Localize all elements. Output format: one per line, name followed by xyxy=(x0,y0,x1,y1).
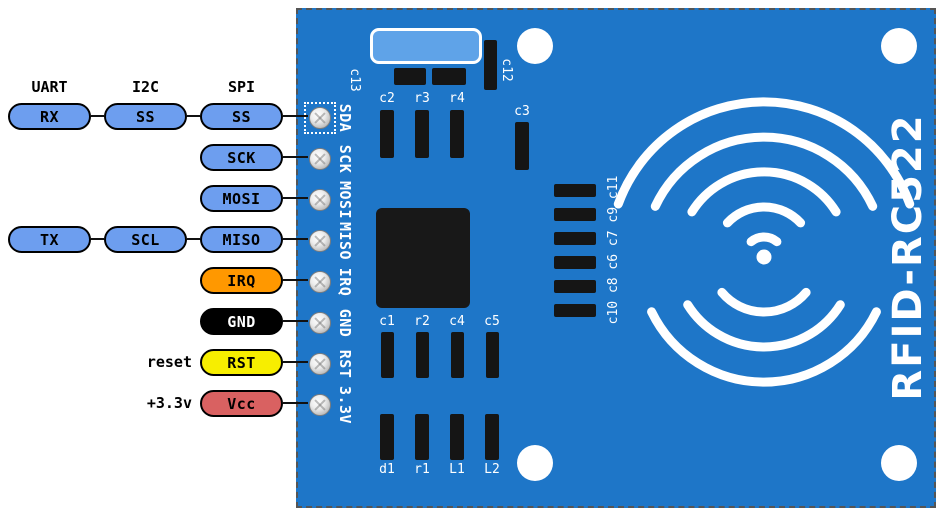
smd-c11 xyxy=(554,184,596,197)
silk-c4: c4 xyxy=(449,314,465,329)
silk-c12: c12 xyxy=(499,58,514,82)
silk-c5: c5 xyxy=(484,314,500,329)
smd-c2 xyxy=(380,110,394,158)
board-title: RFID-RC522 xyxy=(885,113,931,401)
wire xyxy=(91,238,104,240)
silk-r4: r4 xyxy=(449,91,465,106)
wire xyxy=(283,238,308,240)
smd-c10 xyxy=(554,304,596,317)
silk-c3: c3 xyxy=(514,104,530,119)
bus-header-spi: SPI xyxy=(227,78,256,96)
wire xyxy=(283,320,308,322)
mfrc522-chip xyxy=(376,208,470,308)
rc522-board: c13 c12 c2 r3 r4 c3 c1 r2 c4 c5 c10 c8 c… xyxy=(296,8,936,508)
pill-spi-miso: MISO xyxy=(200,226,283,253)
smd-c12 xyxy=(484,40,497,90)
wire xyxy=(91,115,104,117)
smd-c7 xyxy=(554,232,596,245)
wire xyxy=(283,197,308,199)
header-pin-sda xyxy=(309,107,331,129)
pill-i2c-ss: SS xyxy=(104,103,187,130)
smd-component xyxy=(432,68,466,85)
pill-uart-rx: RX xyxy=(8,103,91,130)
smd-c3 xyxy=(515,122,529,170)
pill-spi-ss: SS xyxy=(200,103,283,130)
silk-r2: r2 xyxy=(414,314,430,329)
label-reset: reset xyxy=(146,353,192,371)
pill-irq: IRQ xyxy=(200,267,283,294)
wire xyxy=(283,115,308,117)
wire xyxy=(283,279,308,281)
silk-L2: L2 xyxy=(484,462,500,477)
header-pin-sck xyxy=(309,148,331,170)
smd-c4 xyxy=(451,332,464,378)
mounting-hole-bottom-left xyxy=(517,445,553,481)
silk-L1: L1 xyxy=(449,462,465,477)
smd-r4 xyxy=(450,110,464,158)
mounting-hole-top-left xyxy=(517,28,553,64)
pill-vcc: Vcc xyxy=(200,390,283,417)
header-pin-3v3 xyxy=(309,394,331,416)
header-pin-irq xyxy=(309,271,331,293)
pill-rst: RST xyxy=(200,349,283,376)
pin1-square-pad xyxy=(304,102,336,134)
silk-r1: r1 xyxy=(414,462,430,477)
header-pin-rst xyxy=(309,353,331,375)
smd-L2 xyxy=(485,414,499,460)
antenna-dot xyxy=(756,249,772,265)
board-pin-label-3v3: 3.3V xyxy=(336,385,354,425)
crystal-component xyxy=(370,28,482,64)
silk-d1: d1 xyxy=(379,462,395,477)
pill-i2c-scl: SCL xyxy=(104,226,187,253)
wire xyxy=(283,402,308,404)
header-pin-miso xyxy=(309,230,331,252)
mounting-hole-top-right xyxy=(881,28,917,64)
wire xyxy=(283,361,308,363)
silk-c1: c1 xyxy=(379,314,395,329)
smd-d1 xyxy=(380,414,394,460)
wire xyxy=(283,156,308,158)
smd-component xyxy=(394,68,426,85)
silk-c2: c2 xyxy=(379,91,395,106)
pill-uart-tx: TX xyxy=(8,226,91,253)
smd-c6 xyxy=(554,256,596,269)
pill-spi-mosi: MOSI xyxy=(200,185,283,212)
smd-c1 xyxy=(381,332,394,378)
silk-r3: r3 xyxy=(414,91,430,106)
pill-gnd: GND xyxy=(200,308,283,335)
smd-r2 xyxy=(416,332,429,378)
silk-right-capacitor-column: c10 c8 c6 c7 c9 c11 xyxy=(606,175,621,325)
smd-r3 xyxy=(415,110,429,158)
smd-r1 xyxy=(415,414,429,460)
wire xyxy=(187,238,200,240)
label-3v3: +3.3v xyxy=(146,394,192,412)
bus-header-uart: UART xyxy=(31,78,68,96)
header-pin-gnd xyxy=(309,312,331,334)
smd-c9 xyxy=(554,208,596,221)
smd-c8 xyxy=(554,280,596,293)
pill-spi-sck: SCK xyxy=(200,144,283,171)
mounting-hole-bottom-right xyxy=(881,445,917,481)
smd-c5 xyxy=(486,332,499,378)
bus-header-i2c: I2C xyxy=(131,78,160,96)
smd-L1 xyxy=(450,414,464,460)
header-pin-mosi xyxy=(309,189,331,211)
wire xyxy=(187,115,200,117)
